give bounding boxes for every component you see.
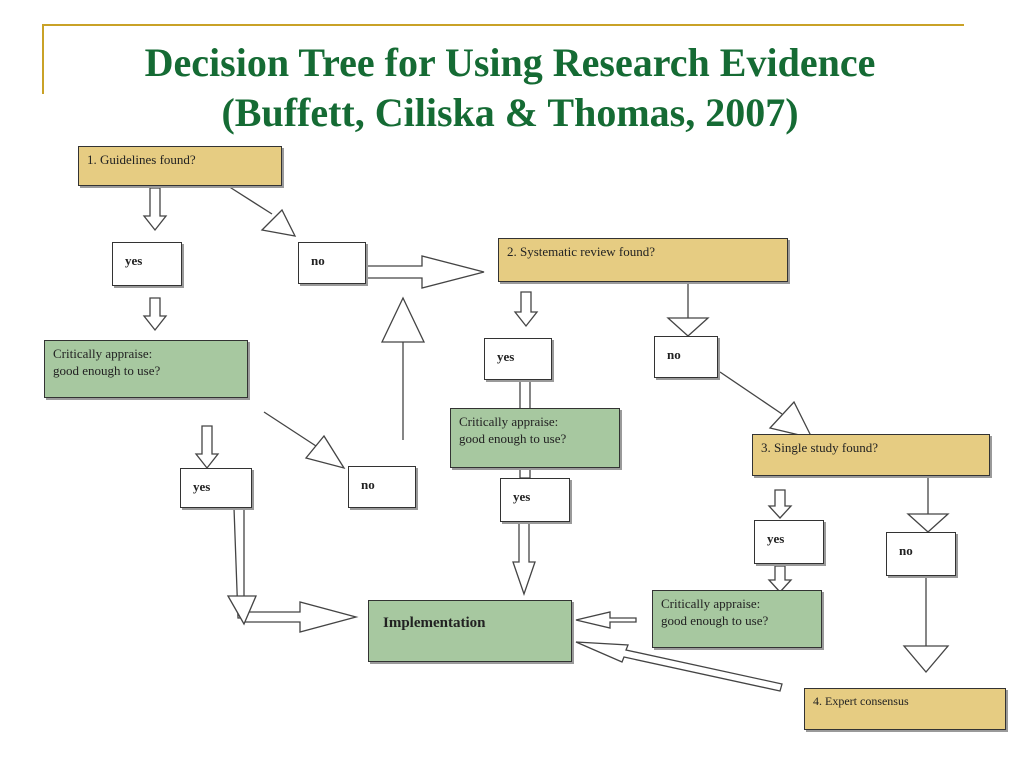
title-line-2: (Buffett, Ciliska & Thomas, 2007)	[221, 90, 799, 135]
appraise-2-line-2: good enough to use?	[459, 431, 567, 446]
yes-label-1: yes	[125, 253, 143, 268]
q4-expert-consensus-box: 4. Expert consensus	[804, 688, 1006, 730]
yes-box-5: yes	[754, 520, 824, 564]
appraise-1-line-1: Critically appraise:	[53, 346, 153, 361]
arrow-q1-no-line	[227, 185, 273, 215]
yes-box-1: yes	[112, 242, 182, 286]
yes-label-2: yes	[497, 349, 515, 364]
q1-guidelines-box: 1. Guidelines found?	[78, 146, 282, 186]
arrow-up-head	[380, 296, 426, 343]
arrow-q3-no-head	[906, 513, 950, 533]
appraise-box-1: Critically appraise: good enough to use?	[44, 340, 248, 398]
yes-label-5: yes	[767, 531, 785, 546]
slide-title: Decision Tree for Using Research Evidenc…	[60, 38, 960, 138]
q2-label: 2. Systematic review found?	[507, 244, 656, 259]
arrow-yes1-appraise1	[142, 297, 168, 332]
no-label-3: no	[361, 477, 375, 492]
q3-label: 3. Single study found?	[761, 440, 878, 455]
no-box-1: no	[298, 242, 366, 284]
q2-systematic-review-box: 2. Systematic review found?	[498, 238, 788, 282]
no-box-4: no	[886, 532, 956, 576]
appraise-box-3: Critically appraise: good enough to use?	[652, 590, 822, 648]
arrow-appraise2-yes	[519, 467, 531, 479]
arrow-expert-implementation	[575, 641, 783, 692]
no-label-2: no	[667, 347, 681, 362]
title-rule-top	[42, 24, 964, 26]
q3-single-study-box: 3. Single study found?	[752, 434, 990, 476]
arrow-no-q2	[365, 255, 485, 289]
yes-box-4: yes	[500, 478, 570, 522]
arrow-no-q3-head	[768, 400, 814, 439]
yes-box-2: yes	[484, 338, 552, 380]
yes-label-4: yes	[513, 489, 531, 504]
arrow-appraise1-no-head	[304, 434, 346, 470]
arrow-appraise1-yes	[194, 425, 220, 470]
appraise-3-line-2: good enough to use?	[661, 613, 769, 628]
yes-box-3: yes	[180, 468, 252, 508]
appraise-2-line-1: Critically appraise:	[459, 414, 559, 429]
yes-label-3: yes	[193, 479, 211, 494]
arrow-yes-implementation	[233, 507, 359, 633]
arrow-q2-yes	[513, 291, 539, 328]
arrow-yes2-appraise2	[519, 379, 531, 411]
no-box-3: no	[348, 466, 416, 508]
no-label-1: no	[311, 253, 325, 268]
arrow-appraise1-no-line	[263, 411, 317, 447]
arrow-yes4-appraise3	[767, 565, 793, 593]
appraise-1-line-2: good enough to use?	[53, 363, 161, 378]
arrow-q2-no-head	[666, 317, 710, 337]
q4-label: 4. Expert consensus	[813, 694, 909, 708]
arrow-q1-yes	[142, 187, 168, 232]
arrow-no-q3-line	[719, 371, 783, 415]
arrow-appraise3-implementation	[575, 611, 637, 629]
arrow-q3-yes	[767, 489, 793, 519]
appraise-3-line-1: Critically appraise:	[661, 596, 761, 611]
title-rule-left	[42, 24, 44, 94]
no-label-4: no	[899, 543, 913, 558]
no-box-2: no	[654, 336, 718, 378]
q1-label: 1. Guidelines found?	[87, 152, 196, 167]
implementation-label: Implementation	[383, 615, 486, 631]
appraise-box-2: Critically appraise: good enough to use?	[450, 408, 620, 468]
arrow-no-expert-head	[902, 645, 950, 674]
arrow-yes-implementation-tip	[226, 595, 257, 626]
title-line-1: Decision Tree for Using Research Evidenc…	[144, 40, 876, 85]
implementation-box: Implementation	[368, 600, 572, 662]
arrow-q1-no-head	[260, 208, 297, 237]
arrow-yes3-implementation	[512, 521, 536, 596]
